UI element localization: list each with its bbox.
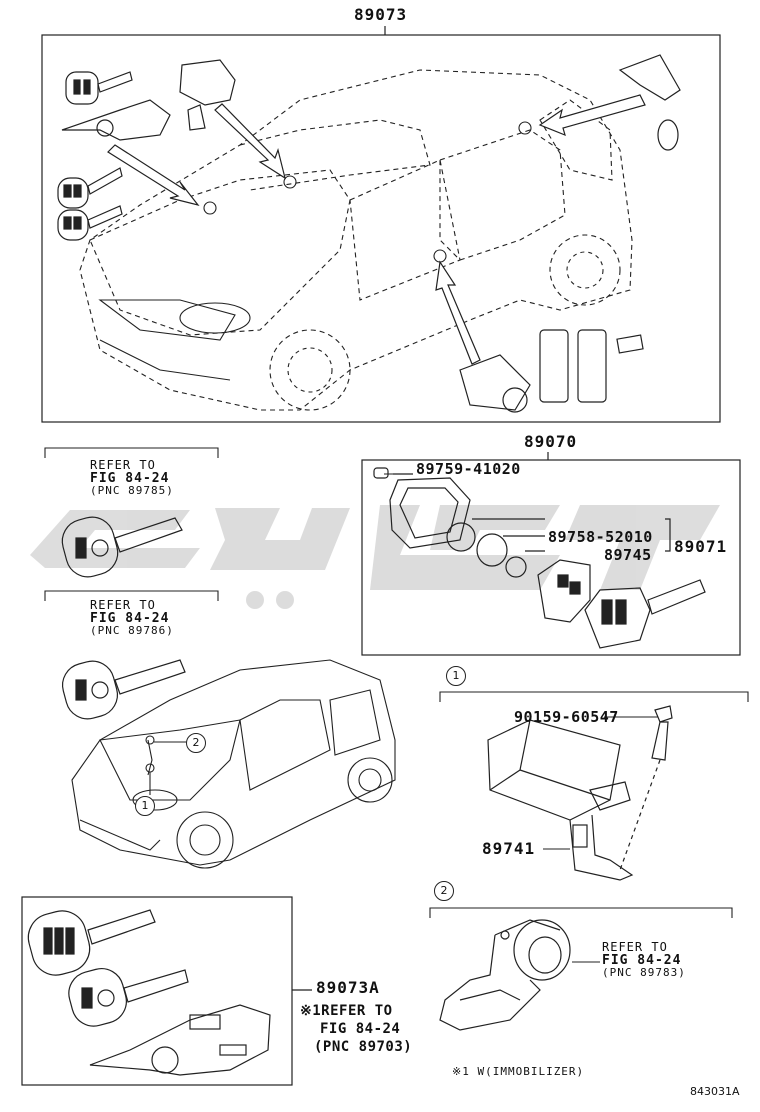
footnote-immobilizer: ※1 W(IMMOBILIZER) <box>452 1065 585 1078</box>
top-keys <box>57 54 681 413</box>
refer-note-1: REFER TO FIG 84-24 (PNC 89785) <box>90 459 174 497</box>
transmitter-parts <box>373 467 706 649</box>
refer-2-line1: REFER TO <box>90 598 156 612</box>
refer-1-line1: REFER TO <box>90 458 156 472</box>
bottom-vehicle <box>71 659 396 869</box>
refer-89073a-line1: ※1REFER TO <box>300 1003 393 1019</box>
label-89073: 89073 <box>354 5 408 24</box>
part-89741: 89741 <box>482 839 536 858</box>
watermark-logo <box>30 505 720 609</box>
key-refer-2 <box>61 659 186 720</box>
top-arrows <box>107 94 646 365</box>
refer-note-2: REFER TO FIG 84-24 (PNC 89786) <box>90 599 174 637</box>
top-vehicle <box>79 69 633 411</box>
part-89759-41020: 89759-41020 <box>416 460 521 478</box>
refer-3-line2: FIG 84-24 <box>602 952 682 968</box>
label-89073a: 89073A <box>316 978 380 997</box>
callout-1: 1 <box>446 666 466 686</box>
part-90159-60547: 90159-60547 <box>514 708 619 726</box>
label-89071: 89071 <box>674 537 728 556</box>
set-89073a-keys <box>27 909 271 1076</box>
callout-2-vehicle: 2 <box>186 733 206 753</box>
key-refer-1 <box>61 516 183 578</box>
ecu-module <box>487 705 673 881</box>
immobilizer-amplifier <box>439 919 571 1031</box>
top-assembly-frame <box>41 26 721 423</box>
ecu-frame <box>439 691 749 850</box>
callout-2: 2 <box>434 881 454 901</box>
refer-note-89073a: ※1REFER TO FIG 84-24 (PNC 89703) <box>300 1002 412 1057</box>
part-89745: 89745 <box>604 546 652 564</box>
figure-code: 843031A <box>690 1085 740 1098</box>
refer-89073a-line3: (PNC 89703) <box>314 1039 413 1056</box>
set-89070-frame <box>361 452 741 656</box>
callout-1-vehicle: 1 <box>135 796 155 816</box>
refer-2-line3: (PNC 89786) <box>90 624 174 638</box>
part-89758-52010: 89758-52010 <box>548 528 653 546</box>
refer-89073a-line2: FIG 84-24 <box>320 1021 401 1038</box>
refer-3-line1: REFER TO <box>602 940 668 954</box>
refer-1-line3: (PNC 89785) <box>90 484 174 498</box>
refer-note-3: REFER TO FIG 84-24 (PNC 89783) <box>602 941 686 979</box>
immobilizer-frame <box>429 907 733 963</box>
label-89070: 89070 <box>524 432 578 451</box>
refer-brackets <box>44 447 219 601</box>
refer-1-line2: FIG 84-24 <box>90 470 170 486</box>
set-89073a-frame <box>21 896 312 1086</box>
refer-2-line2: FIG 84-24 <box>90 610 170 626</box>
refer-3-line3: (PNC 89783) <box>602 966 686 980</box>
